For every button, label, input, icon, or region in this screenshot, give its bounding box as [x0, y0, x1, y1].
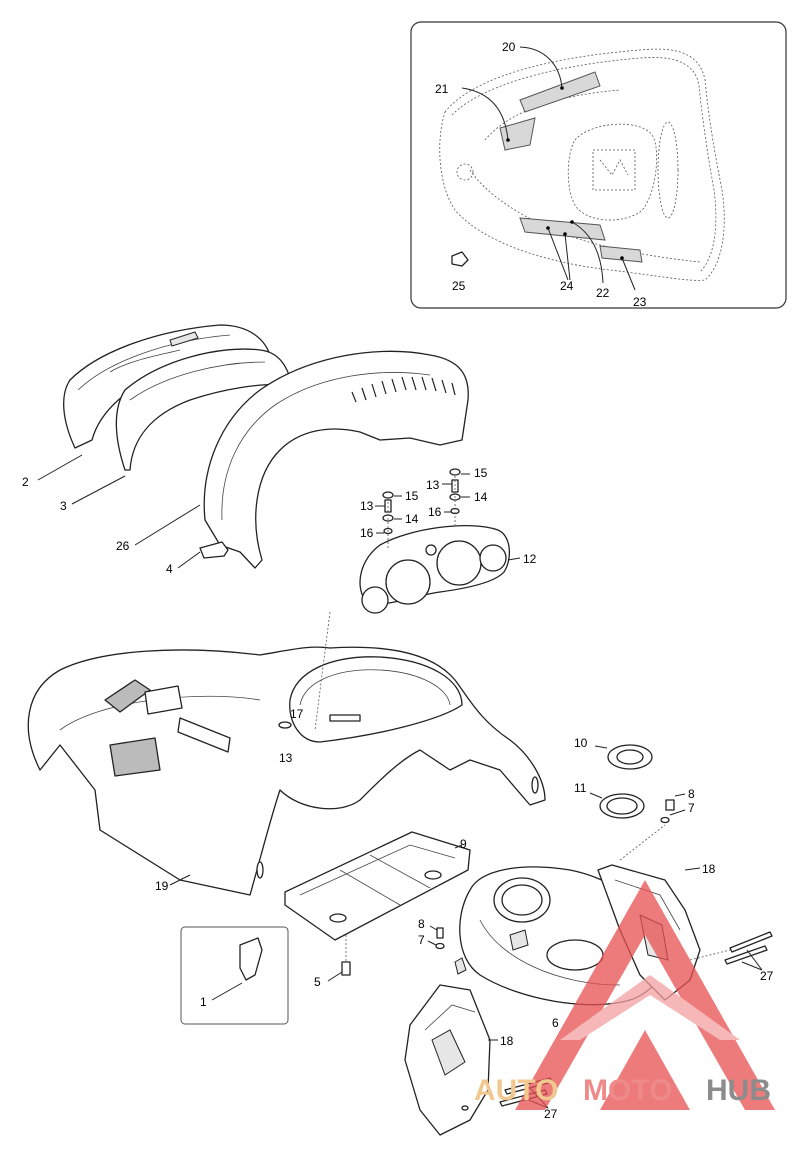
- callout-16b: 16: [360, 526, 374, 540]
- callout-12: 12: [523, 552, 537, 566]
- callout-8a: 8: [688, 787, 695, 801]
- callout-8b: 8: [418, 917, 425, 931]
- callout-13b: 13: [360, 499, 374, 513]
- callout-15b: 15: [405, 489, 419, 503]
- callout-23: 23: [633, 295, 647, 309]
- callout-16a: 16: [428, 505, 442, 519]
- callout-3: 3: [60, 499, 67, 513]
- hardware-7-8-right: [619, 793, 686, 861]
- callout-5: 5: [314, 975, 321, 989]
- callout-20: 20: [502, 40, 516, 54]
- callout-18b: 18: [500, 1034, 514, 1048]
- part-1-inset: [180, 926, 289, 1025]
- callout-1: 1: [200, 995, 207, 1009]
- hardware-7-8-left: [427, 925, 445, 950]
- part-9-tray: [284, 831, 471, 941]
- callout-15a: 15: [474, 466, 488, 480]
- callout-25: 25: [452, 279, 466, 293]
- callout-4: 4: [166, 562, 173, 576]
- callout-6: 6: [552, 1016, 559, 1030]
- callout-22: 22: [596, 286, 610, 300]
- callout-19: 19: [155, 879, 169, 893]
- callout-14a: 14: [474, 490, 488, 504]
- callout-27a: 27: [760, 969, 774, 983]
- callout-2: 2: [22, 475, 29, 489]
- hardware-stack-left: [375, 491, 402, 548]
- part-19-deck: [27, 611, 546, 896]
- callout-17: 17: [290, 707, 304, 721]
- part-18-lower: [404, 984, 498, 1136]
- part-4-clip: [177, 541, 229, 569]
- callout-labels: 20 21 25 24 22 23 2 3 26 4 15 13 14 16 1…: [22, 40, 774, 1121]
- callout-21: 21: [435, 82, 449, 96]
- callout-13c: 13: [279, 751, 293, 765]
- callout-10: 10: [574, 736, 588, 750]
- watermark-moto: MOTO: [583, 1074, 672, 1107]
- watermark-auto: AUTO: [474, 1074, 558, 1107]
- part-26-liner: [134, 350, 469, 569]
- callout-27b: 27: [544, 1107, 558, 1121]
- callout-26: 26: [116, 539, 130, 553]
- part-3-panel: [71, 348, 293, 505]
- callout-18a: 18: [702, 862, 716, 876]
- callout-11: 11: [574, 781, 587, 795]
- callout-14b: 14: [405, 512, 419, 526]
- inset-box: [410, 21, 787, 309]
- watermark-text: AUTO MOTO HUB: [474, 1074, 771, 1107]
- part-10-ring: [594, 744, 653, 770]
- watermark-logo: [515, 880, 775, 1110]
- watermark-hub: HUB: [706, 1074, 771, 1107]
- callout-9: 9: [460, 837, 467, 851]
- callout-7a: 7: [688, 801, 695, 815]
- part-11-ring: [589, 792, 645, 819]
- part-12-gauge-panel: [359, 525, 521, 614]
- callout-24: 24: [560, 279, 574, 293]
- hardware-stack-right: [442, 468, 470, 525]
- callout-7b: 7: [418, 933, 425, 947]
- part-27-screws-right: [689, 931, 773, 971]
- part-5-screw: [327, 935, 351, 982]
- callout-13a: 13: [426, 478, 440, 492]
